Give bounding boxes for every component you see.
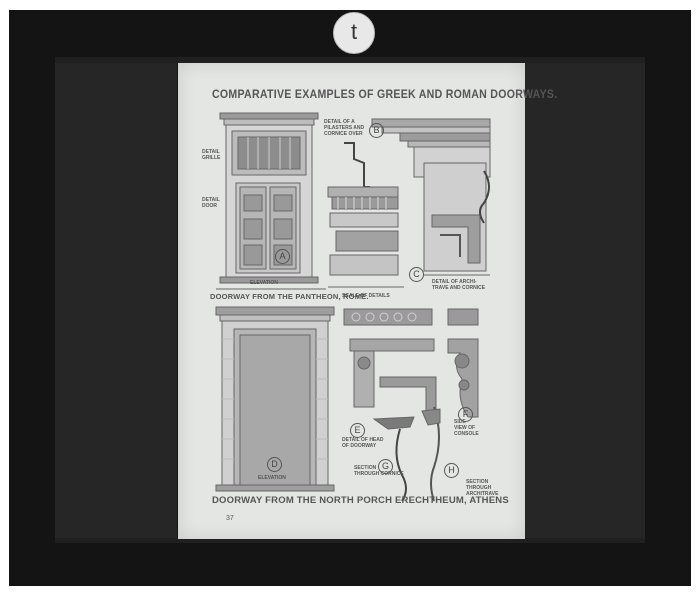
slide-mask-bottom bbox=[55, 538, 645, 543]
pantheon-details-drawing bbox=[327, 118, 491, 288]
plate-number: 37 bbox=[226, 515, 234, 522]
annotation-detail-of-door: DETAIL DOOR bbox=[202, 197, 220, 209]
annotation-section-architrave: SECTION THROUGH ARCHITRAVE bbox=[466, 479, 499, 497]
slide-mask-right bbox=[525, 57, 645, 543]
letter-marker-d: D bbox=[267, 457, 282, 472]
annotation-detail-pilasters: DETAIL OF A PILASTERS AND CORNICE OVER bbox=[324, 119, 365, 137]
annotation-section-cornice: SECTION THROUGH CORNICE bbox=[354, 465, 404, 477]
annotation-elevation-d: ELEVATION bbox=[258, 475, 286, 481]
slide-mask-top bbox=[55, 57, 645, 63]
plate-title: COMPARATIVE EXAMPLES OF GREEK AND ROMAN … bbox=[212, 89, 558, 101]
annotation-scale-a: SCALE OF DETAILS bbox=[342, 293, 390, 299]
slide-mask-left bbox=[55, 57, 177, 543]
letter-marker-h: H bbox=[444, 463, 459, 478]
erechtheum-details-drawing bbox=[343, 308, 479, 502]
letter-marker-b: B bbox=[369, 123, 384, 138]
erechtheum-elevation-drawing bbox=[215, 306, 335, 492]
letter-marker-f: F bbox=[458, 407, 473, 422]
letter-marker-c: C bbox=[409, 267, 424, 282]
annotation-detail-architrave: DETAIL OF ARCHI- TRAVE AND CORNICE bbox=[432, 279, 486, 291]
caption-erechtheum: DOORWAY FROM THE NORTH PORCH ERECHTHEUM,… bbox=[212, 495, 509, 506]
letter-marker-g: G bbox=[378, 459, 393, 474]
architectural-plate: COMPARATIVE EXAMPLES OF GREEK AND ROMAN … bbox=[178, 63, 558, 539]
plate-drawing bbox=[215, 112, 491, 502]
slide-label-text: t bbox=[350, 18, 358, 44]
letter-marker-e: E bbox=[350, 423, 365, 438]
annotation-detail-head: DETAIL OF HEAD OF DOORWAY bbox=[342, 437, 384, 449]
annotation-detail-of-grille: DETAIL GRILLE bbox=[202, 149, 221, 161]
annotation-elevation-a: ELEVATION bbox=[250, 280, 278, 286]
pantheon-elevation-drawing bbox=[216, 112, 326, 290]
caption-pantheon: DOORWAY FROM THE PANTHEON, ROME. bbox=[210, 292, 369, 301]
slide-label-disc: t bbox=[333, 12, 375, 54]
annotation-side-view-console: SIDE VIEW OF CONSOLE bbox=[454, 419, 479, 437]
letter-marker-a: A bbox=[275, 249, 290, 264]
